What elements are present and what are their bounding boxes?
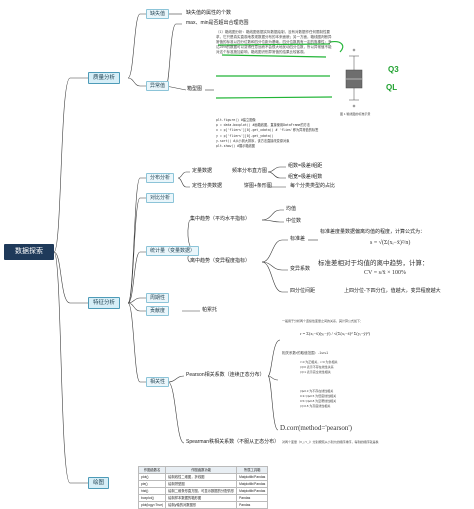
iqr-leaf: 四分位间距 bbox=[290, 288, 316, 294]
dcorr-code: D.corr(method='pearson') bbox=[280, 424, 352, 432]
table-cell: pie() bbox=[137, 480, 167, 488]
table-row: plot(logy=True) 绘制y轴的对数图形 Pandas bbox=[137, 501, 269, 509]
table-row: boxplot() 绘制样本数据的箱形图 Pandas bbox=[137, 494, 269, 502]
stats-node[interactable]: 统计量（变量数据） bbox=[146, 246, 200, 256]
category-share-leaf: 每个分类类型的占比 bbox=[290, 183, 336, 189]
table-cell: plot() bbox=[137, 473, 167, 481]
table-cell: boxplot() bbox=[137, 494, 167, 502]
handwritten-q3: Q3 bbox=[388, 65, 399, 74]
pie-bar-leaf: 饼图+条形图 bbox=[244, 183, 272, 189]
pearson-node[interactable]: Pearson相关系数（连续正态分布） bbox=[186, 372, 265, 378]
missing-value-leaf: 缺失值的属性的个数 bbox=[186, 10, 232, 16]
table-header: 作图函数名 bbox=[137, 466, 167, 474]
quantitative-data: 定量数据 bbox=[192, 168, 213, 174]
table-row: hist() 绘制二维条形直方图，可显示数据的分配情形 Matplotlib/P… bbox=[137, 487, 269, 495]
r-level: 0.5<|r|≤0.8 为显著线性相关 bbox=[300, 399, 337, 403]
table-cell: 绘制饼型图 bbox=[165, 480, 238, 488]
std-description: 标准差度量数据偏离均值的程度，计算公式为： bbox=[320, 229, 426, 235]
periodic-node[interactable]: 周期性 bbox=[146, 293, 170, 303]
code-line: y = p['fliers'][0].get_ydata() bbox=[216, 133, 274, 138]
r-level: |r|≤0.3 为不存在线性相关 bbox=[300, 389, 334, 393]
outlier-range-leaf: max、min是否超出合理范围 bbox=[186, 20, 249, 26]
outlier-node[interactable]: 异常值 bbox=[146, 81, 170, 91]
table-header: 所属工具箱 bbox=[236, 466, 269, 474]
table-cell: Matplotlib/Pandas bbox=[236, 487, 269, 495]
contribution-node[interactable]: 贡献度 bbox=[146, 306, 170, 316]
table-cell: plot(logy=True) bbox=[137, 501, 167, 509]
r-items: r>0 为正相关，r<0 为负相关 |r|=0 表示不存在线性关系 |r|=1 … bbox=[300, 360, 400, 375]
r-item: |r|=0 表示不存在线性关系 bbox=[300, 365, 334, 369]
r-range-note: 相关系数r的取值范围：-1≤r≤1 bbox=[282, 351, 329, 355]
cv-description: 标准差相对于均值的离中趋势，计算： bbox=[318, 260, 429, 267]
boxplot-caption: 图 1 箱线图的标准示意 bbox=[340, 112, 371, 116]
correlation-node[interactable]: 相关性 bbox=[146, 377, 170, 387]
boxplot-description: （1）箱线图分析：箱线图依据实际数据绘制，没有对数据作任何限制性要求，它只是真实… bbox=[216, 30, 332, 54]
code-block: plt.figure() #建立图像 p = data.boxplot() #画… bbox=[216, 118, 318, 149]
pareto-leaf: 帕累托 bbox=[202, 307, 218, 313]
spearman-node[interactable]: Spearman秩相关系数（不服从正态分布） bbox=[186, 439, 280, 445]
median-leaf: 中位数 bbox=[286, 218, 302, 224]
table-row: plot() 绘制线性二维图，折线图 Matplotlib/Pandas bbox=[137, 473, 269, 481]
r-item: |r|=1 表示完全线性相关 bbox=[300, 370, 331, 374]
table-cell: Pandas bbox=[236, 501, 269, 509]
table-cell: Matplotlib/Pandas bbox=[236, 473, 269, 481]
table-cell: hist() bbox=[137, 487, 167, 495]
r-levels: |r|≤0.3 为不存在线性相关 0.3<|r|≤0.5 为低度线性相关 0.5… bbox=[300, 389, 400, 409]
plot-node[interactable]: 绘图 bbox=[88, 477, 110, 489]
table-cell: 绘制样本数据的箱形图 bbox=[165, 494, 238, 502]
distribution-node[interactable]: 分布分析 bbox=[146, 173, 175, 183]
pearson-note: 一般用于分析两个连续性变量之间的关系，其计算公式如下： bbox=[282, 319, 364, 323]
feature-analysis-node[interactable]: 特征分析 bbox=[88, 297, 121, 309]
iqr-description: 上四分位-下四分位，值越大，变异程度越大 bbox=[344, 288, 441, 294]
code-line: x = p['fliers'][0].get_xdata() # 'flies'… bbox=[216, 128, 319, 133]
code-line: p = data.boxplot() #画箱线图，直接使用DataFrame的方… bbox=[216, 123, 310, 128]
cv-formula: CV = s/x̄ × 100% bbox=[364, 270, 406, 276]
table-cell: 绘制二维条形直方图，可显示数据的分配情形 bbox=[165, 487, 238, 495]
compare-node[interactable]: 对比分析 bbox=[146, 193, 175, 203]
group-width-leaf: 组宽=极差/组数 bbox=[288, 174, 323, 180]
mean-leaf: 均值 bbox=[286, 206, 297, 212]
qualitative-data: 定性分类数据 bbox=[192, 183, 223, 189]
table-cell: Matplotlib/Pandas bbox=[236, 480, 269, 488]
r-level: |r|>0.8 为高度线性相关 bbox=[300, 404, 331, 408]
code-line: y.sort() #从小到大排序，该方法直接改变原对象 bbox=[216, 138, 290, 143]
r-level: 0.3<|r|≤0.5 为低度线性相关 bbox=[300, 394, 337, 398]
plot-function-table: 作图函数名 作图函数功能 所属工具箱 plot() 绘制线性二维图，折线图 Ma… bbox=[137, 466, 269, 509]
histogram-leaf: 频率分布直方图 bbox=[232, 168, 268, 174]
handwritten-ql: QL bbox=[386, 83, 398, 92]
table-cell: Pandas bbox=[236, 494, 269, 502]
r-item: r>0 为正相关，r<0 为负相关 bbox=[300, 360, 338, 364]
boxplot-node[interactable]: 箱型图 bbox=[187, 86, 203, 92]
spearman-note: 对两个变量（X_i,Y_i）分别按照从小到大的顺序排序，得到的顺序就是秩 bbox=[282, 440, 379, 444]
group-count-leaf: 组数=极差/组距 bbox=[288, 163, 323, 169]
quality-analysis-node[interactable]: 质量分析 bbox=[88, 72, 121, 84]
std-formula: s = √(Σ(xᵢ−x̄)²/n) bbox=[370, 240, 411, 246]
boxplot-figure bbox=[345, 48, 363, 108]
code-line: plt.figure() #建立图像 bbox=[216, 118, 256, 122]
code-line: plt.show() #展示箱线图 bbox=[216, 144, 255, 149]
table-row: pie() 绘制饼型图 Matplotlib/Pandas bbox=[137, 480, 269, 488]
dispersion-node[interactable]: 离中趋势（变异程度指标） bbox=[190, 258, 251, 264]
root-node[interactable]: 数据探索 bbox=[4, 244, 54, 260]
std-leaf: 标准差 bbox=[290, 236, 306, 242]
missing-value-node[interactable]: 缺失值 bbox=[146, 9, 170, 19]
cv-leaf: 变异系数 bbox=[290, 266, 311, 272]
central-tendency[interactable]: 集中趋势（平均水平指标） bbox=[190, 216, 251, 222]
table-cell: 绘制线性二维图，折线图 bbox=[165, 473, 238, 481]
pearson-formula: r = Σ(xᵢ−x̄)(yᵢ−ȳ) / √(Σ(xᵢ−x̄)² Σ(yᵢ−ȳ)… bbox=[300, 331, 371, 336]
table-header: 作图函数功能 bbox=[165, 466, 238, 474]
table-cell: 绘制y轴的对数图形 bbox=[165, 501, 238, 509]
